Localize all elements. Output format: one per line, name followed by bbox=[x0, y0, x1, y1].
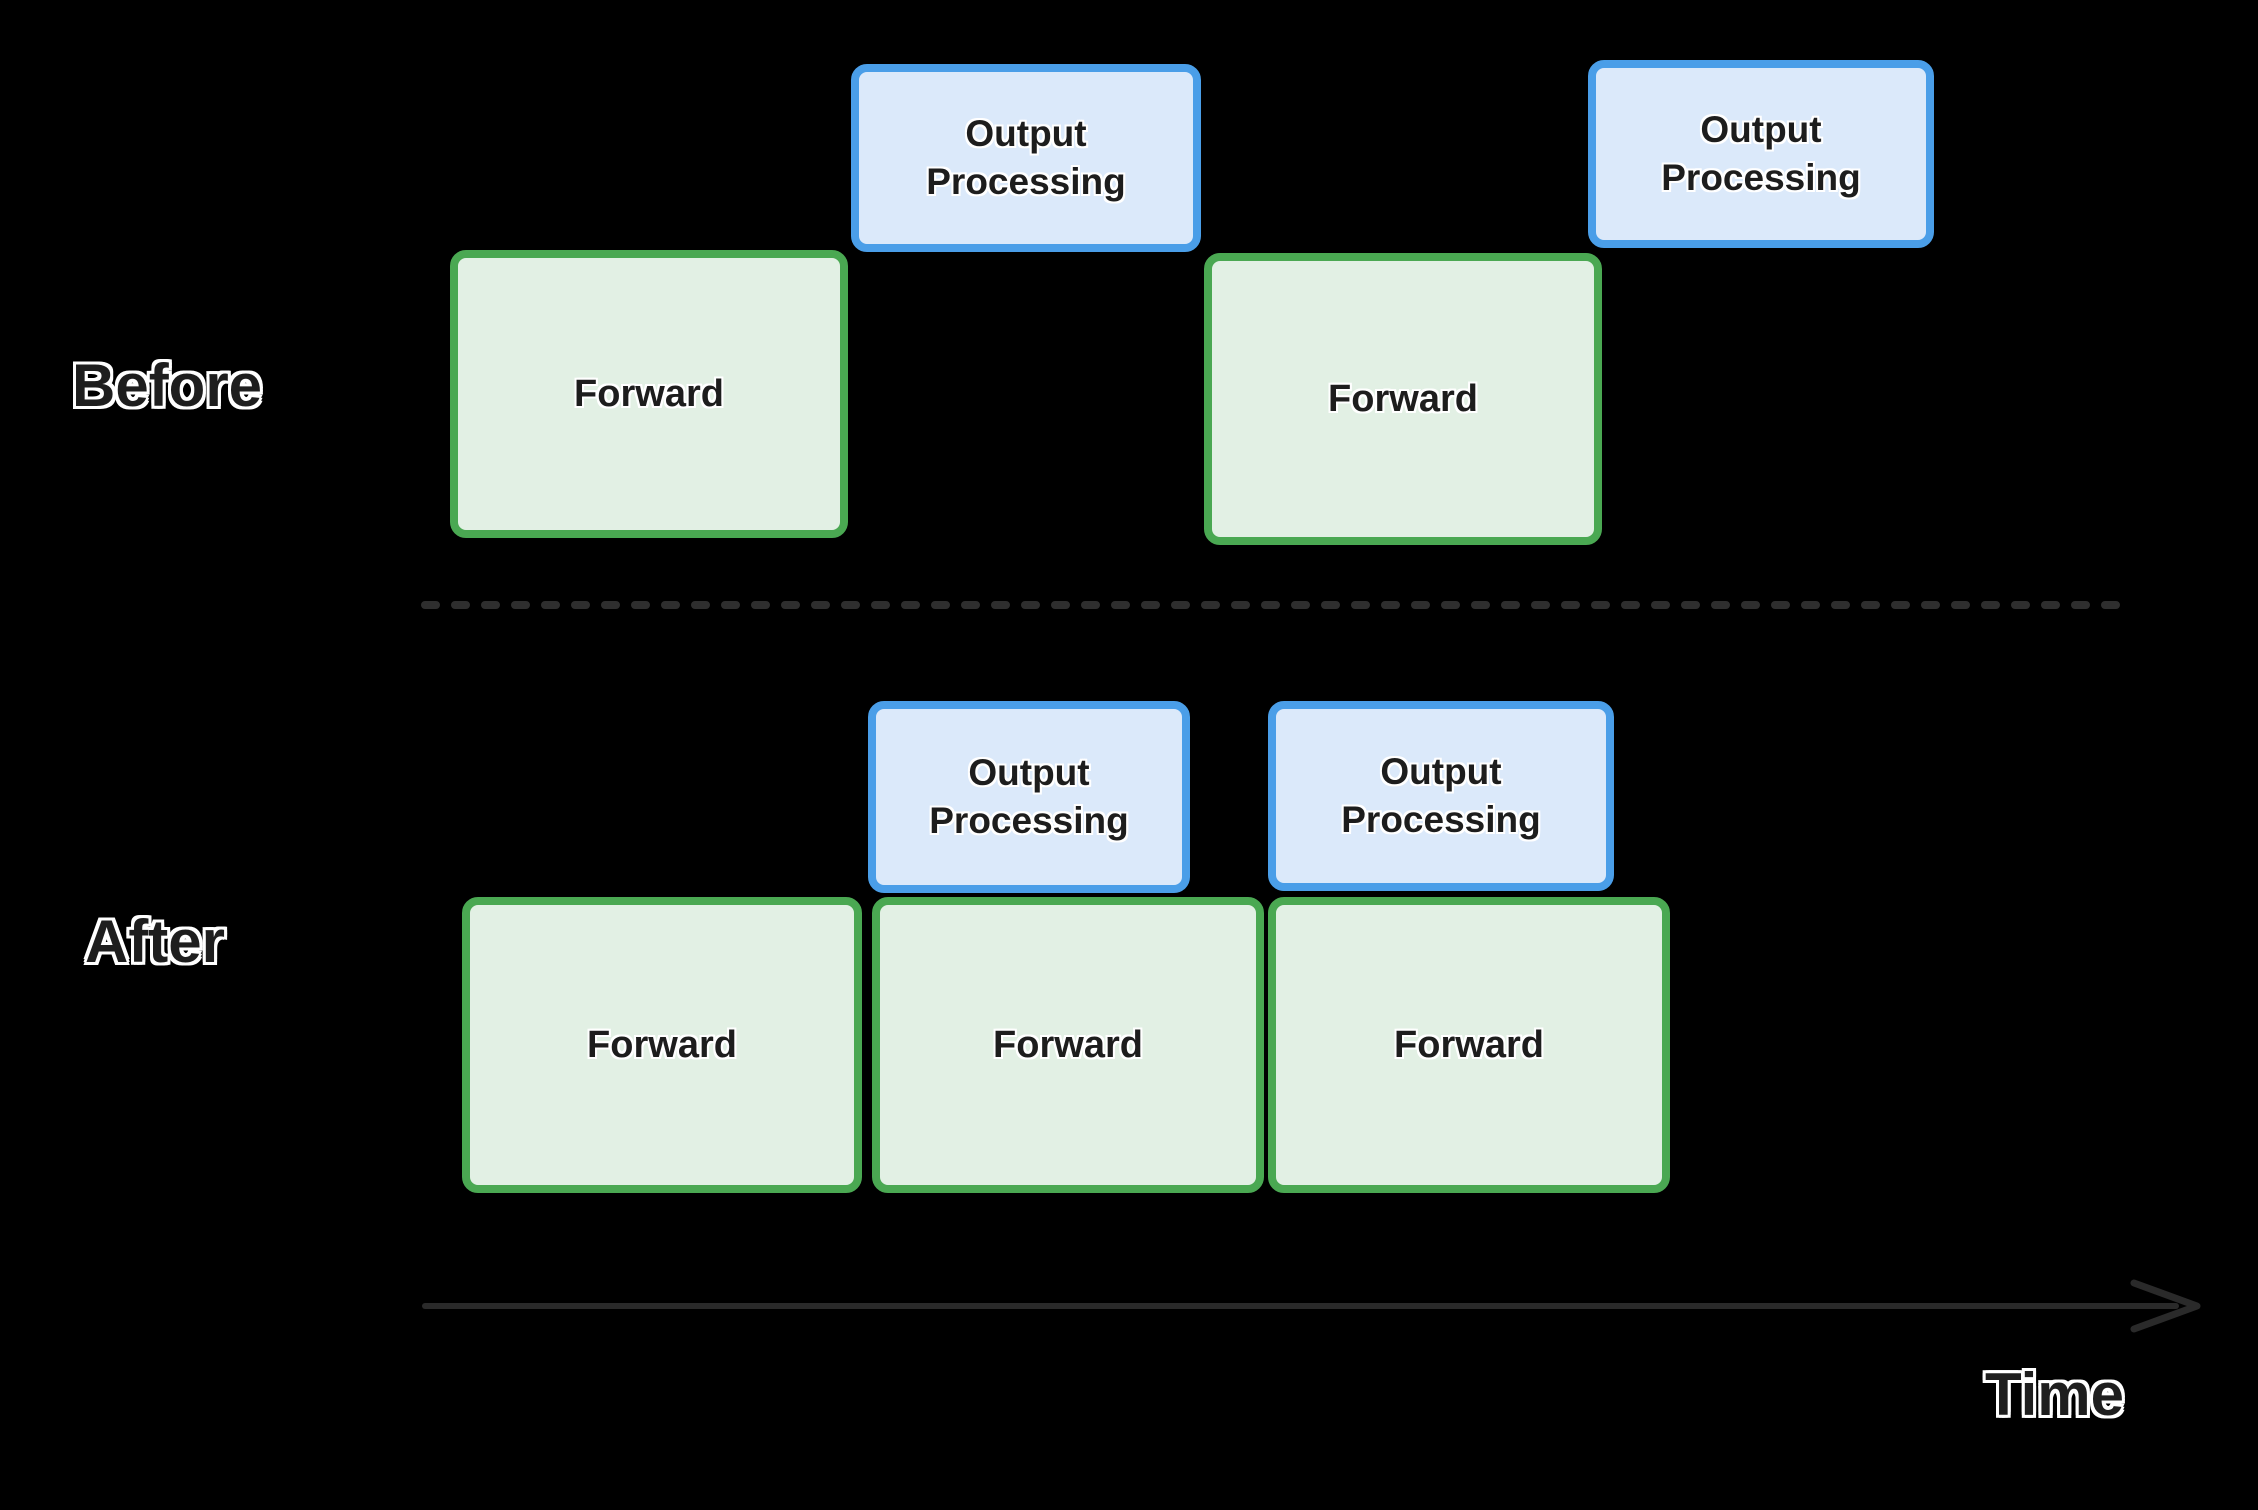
output-processing-box: Output Processing bbox=[1588, 60, 1934, 248]
forward-box: Forward bbox=[450, 250, 848, 538]
output-processing-box: Output Processing bbox=[868, 701, 1190, 893]
after-section-label: After bbox=[85, 908, 226, 975]
forward-box: Forward bbox=[1268, 897, 1670, 1193]
output-processing-box: Output Processing bbox=[851, 64, 1201, 252]
forward-box: Forward bbox=[872, 897, 1264, 1193]
time-axis-label: Time bbox=[1985, 1361, 2124, 1428]
time-axis-arrowhead-icon bbox=[2130, 1279, 2201, 1333]
forward-box: Forward bbox=[462, 897, 862, 1193]
forward-box: Forward bbox=[1204, 253, 1602, 545]
output-processing-box: Output Processing bbox=[1268, 701, 1614, 891]
before-section-label: Before bbox=[72, 352, 263, 419]
